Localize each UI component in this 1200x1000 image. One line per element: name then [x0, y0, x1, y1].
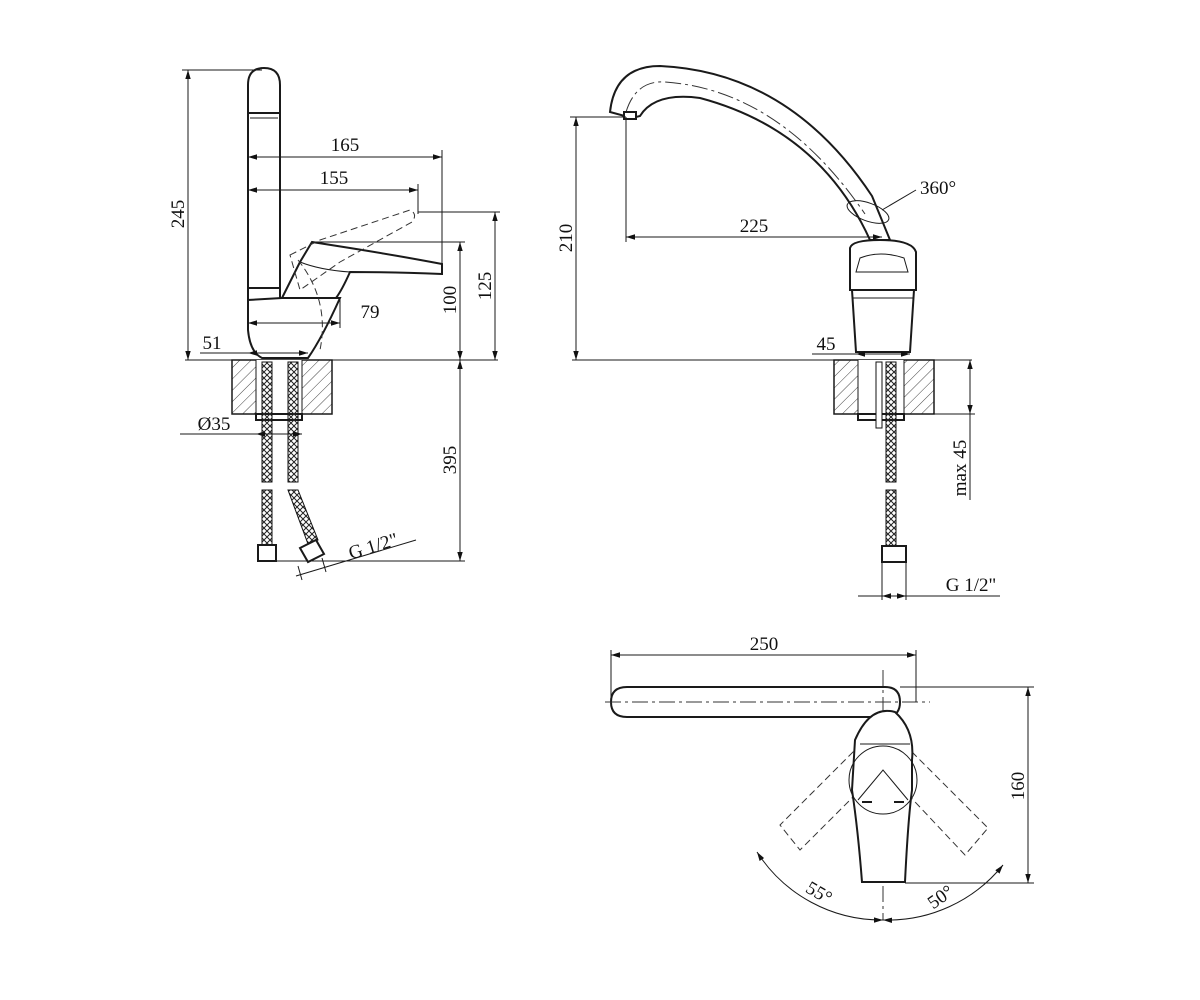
- dim-side-thread: G 1/2": [346, 529, 400, 564]
- angle-arc-left: [756, 851, 884, 923]
- side-view: 245 165 155 125 100 79 51 Ø35 395 G 1/2": [168, 66, 500, 581]
- side-fitting-right: [298, 538, 326, 564]
- dim-79: 79: [361, 302, 380, 323]
- front-hose: [885, 361, 897, 483]
- dim-360: 360°: [920, 178, 956, 199]
- front-fitting: [881, 545, 907, 563]
- dim-45: 45: [817, 334, 836, 355]
- dim-front-thread: G 1/2": [946, 575, 997, 596]
- dim-125: 125: [475, 272, 496, 301]
- dim-250: 250: [750, 634, 779, 655]
- dim-225: 225: [740, 216, 769, 237]
- dim-55deg: 55°: [802, 877, 836, 908]
- dim-210: 210: [556, 224, 577, 253]
- front-handle-block: [849, 238, 917, 291]
- dim-100: 100: [440, 286, 461, 315]
- side-handle: [280, 240, 443, 299]
- side-column: [247, 66, 281, 301]
- swivel-ellipse: [846, 200, 890, 224]
- front-aerator: [623, 111, 637, 120]
- side-nut: [255, 413, 303, 421]
- side-hose-right: [287, 361, 299, 483]
- side-hose-left: [261, 361, 273, 483]
- angle-arc-right: [882, 864, 1004, 923]
- dim-50deg: 50°: [924, 881, 958, 913]
- front-body: [850, 289, 916, 353]
- dim-165: 165: [331, 135, 360, 156]
- dim-155: 155: [320, 168, 349, 189]
- dim-max45: max 45: [950, 440, 971, 496]
- front-spout: [608, 64, 892, 241]
- side-handle-raised: [289, 209, 416, 291]
- front-view: 210 225 360° 45 max 45 G 1/2": [556, 64, 1000, 600]
- dim-51: 51: [203, 333, 222, 354]
- side-fitting-left: [257, 544, 277, 562]
- dim-245: 245: [168, 200, 189, 229]
- dim-160: 160: [1008, 772, 1029, 801]
- side-base: [247, 297, 342, 359]
- dim-395: 395: [440, 446, 461, 475]
- dim-d35: Ø35: [198, 414, 231, 435]
- top-view: 250 160 55° 50°: [605, 634, 1034, 923]
